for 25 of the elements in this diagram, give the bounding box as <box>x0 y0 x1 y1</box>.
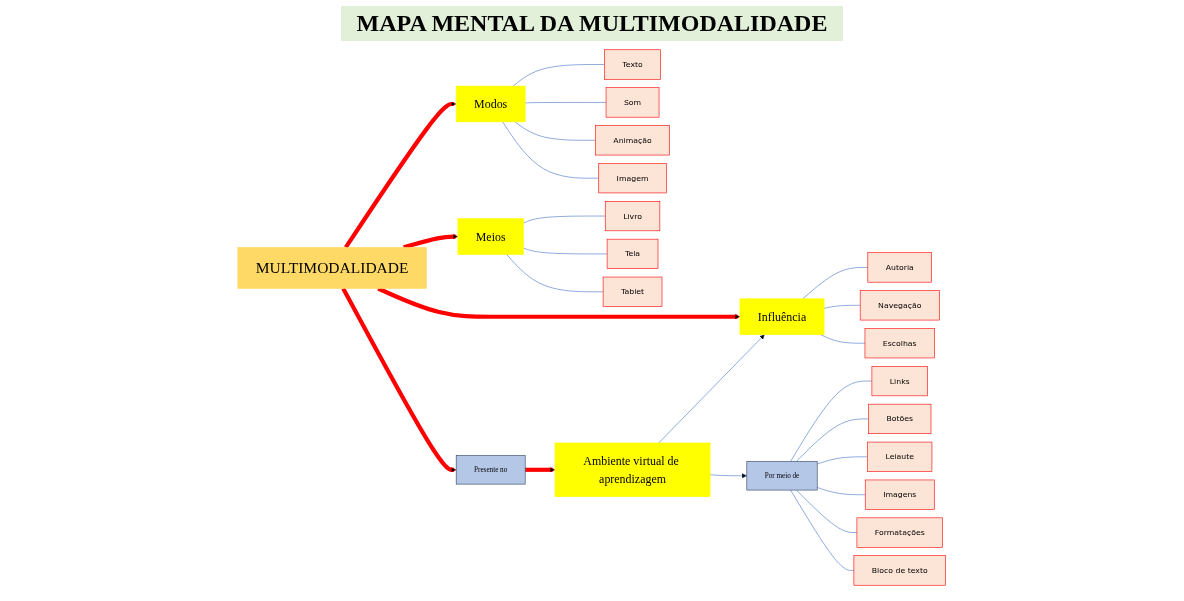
node-box: Ambiente virtual de aprendizagem <box>555 442 711 497</box>
connector <box>796 489 858 533</box>
connector <box>525 102 607 104</box>
connector <box>502 121 600 179</box>
connector <box>820 334 866 344</box>
connector <box>802 267 869 300</box>
connector <box>523 247 608 255</box>
node-box: Meios <box>457 218 525 255</box>
connector <box>824 305 861 309</box>
connector <box>515 121 597 141</box>
diagram-title: MAPA MENTAL DA MULTIMODALIDADE <box>340 6 844 41</box>
connector <box>796 418 870 462</box>
node-box: Modos <box>456 85 526 123</box>
connector <box>790 489 855 571</box>
connector <box>513 64 606 87</box>
connector <box>817 487 866 495</box>
connector <box>790 380 873 462</box>
connector <box>506 254 604 293</box>
arrow <box>341 287 457 473</box>
node-box: Influência <box>739 298 825 335</box>
arrow <box>525 467 556 473</box>
arrow <box>344 101 457 249</box>
connector <box>523 215 606 224</box>
node-box: MULTIMODALIDADE <box>237 247 427 289</box>
connector <box>817 456 869 465</box>
